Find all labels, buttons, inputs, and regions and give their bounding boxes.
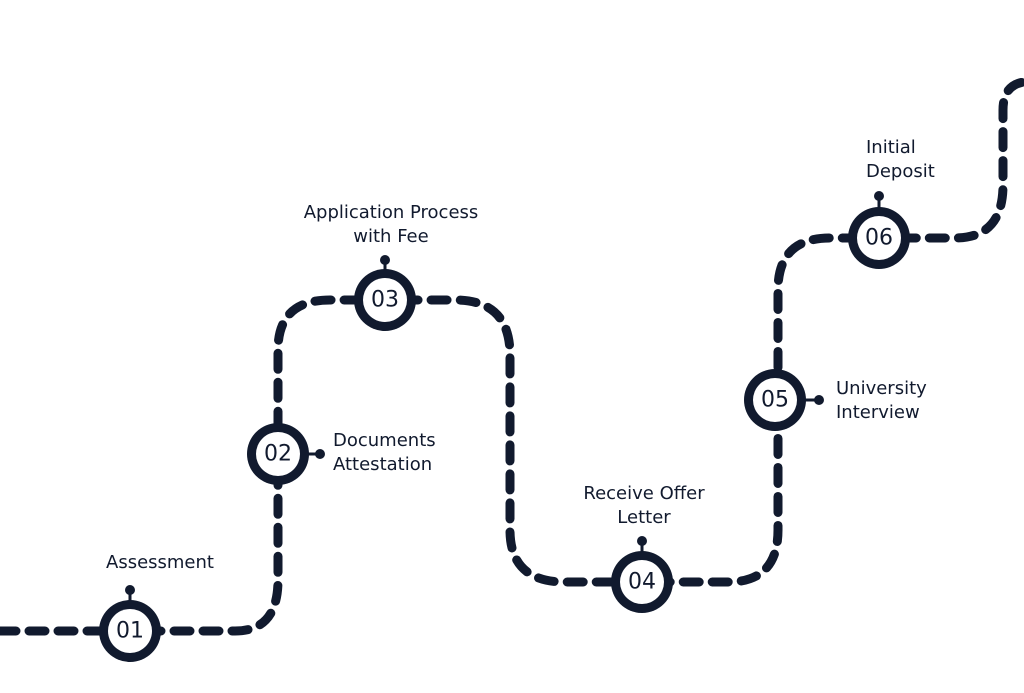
step-04-marker: 04 — [611, 536, 673, 613]
step-05-label-line-2: Interview — [836, 402, 920, 423]
step-01-marker: 01 — [99, 585, 161, 662]
step-01-label-line-1: Assessment — [106, 552, 214, 573]
step-02-label-line-1: Documents — [333, 430, 436, 451]
step-03-dot — [380, 255, 390, 265]
step-05-dot — [814, 395, 824, 405]
step-01-dot — [125, 585, 135, 595]
step-01-ring-inner — [108, 609, 152, 653]
step-04-label: Receive Offer Letter — [554, 482, 734, 530]
step-02-marker: 02 — [247, 423, 325, 485]
step-05-number: 05 — [761, 388, 789, 413]
step-06-label-line-2: Deposit — [866, 161, 935, 182]
step-02-number: 02 — [264, 442, 292, 467]
step-06-dot — [874, 191, 884, 201]
step-05-label-line-1: University — [836, 378, 927, 399]
step-06-label-line-1: Initial — [866, 137, 916, 158]
step-01-label: Assessment — [60, 551, 260, 575]
step-06-ring-inner — [857, 216, 901, 260]
step-03-ring-inner — [363, 278, 407, 322]
step-03-label-line-1: Application Process — [303, 202, 479, 223]
step-03-marker: 03 — [354, 255, 416, 331]
step-04-number: 04 — [628, 570, 656, 595]
step-02-label: Documents Attestation — [333, 429, 436, 477]
step-06-marker: 06 — [848, 191, 910, 269]
step-03-number: 03 — [371, 288, 399, 313]
step-03-label-line-2: with Fee — [353, 226, 429, 247]
step-01-number: 01 — [116, 619, 144, 644]
dashed-route-path — [0, 77, 1024, 636]
step-04-dot — [637, 536, 647, 546]
step-05-ring-inner — [753, 378, 797, 422]
step-04-label-line-1: Receive Offer — [583, 483, 705, 504]
step-06-number: 06 — [865, 226, 893, 251]
step-02-label-line-2: Attestation — [333, 454, 433, 475]
step-04-ring-inner — [620, 560, 664, 604]
step-03-label: Application Process with Fee — [276, 201, 506, 249]
step-06-label: Initial Deposit — [866, 136, 935, 184]
step-02-dot — [315, 449, 325, 459]
step-05-label: University Interview — [836, 377, 927, 425]
step-02-ring-inner — [256, 432, 300, 476]
step-05-marker: 05 — [744, 369, 824, 431]
step-04-label-line-2: Letter — [617, 507, 671, 528]
